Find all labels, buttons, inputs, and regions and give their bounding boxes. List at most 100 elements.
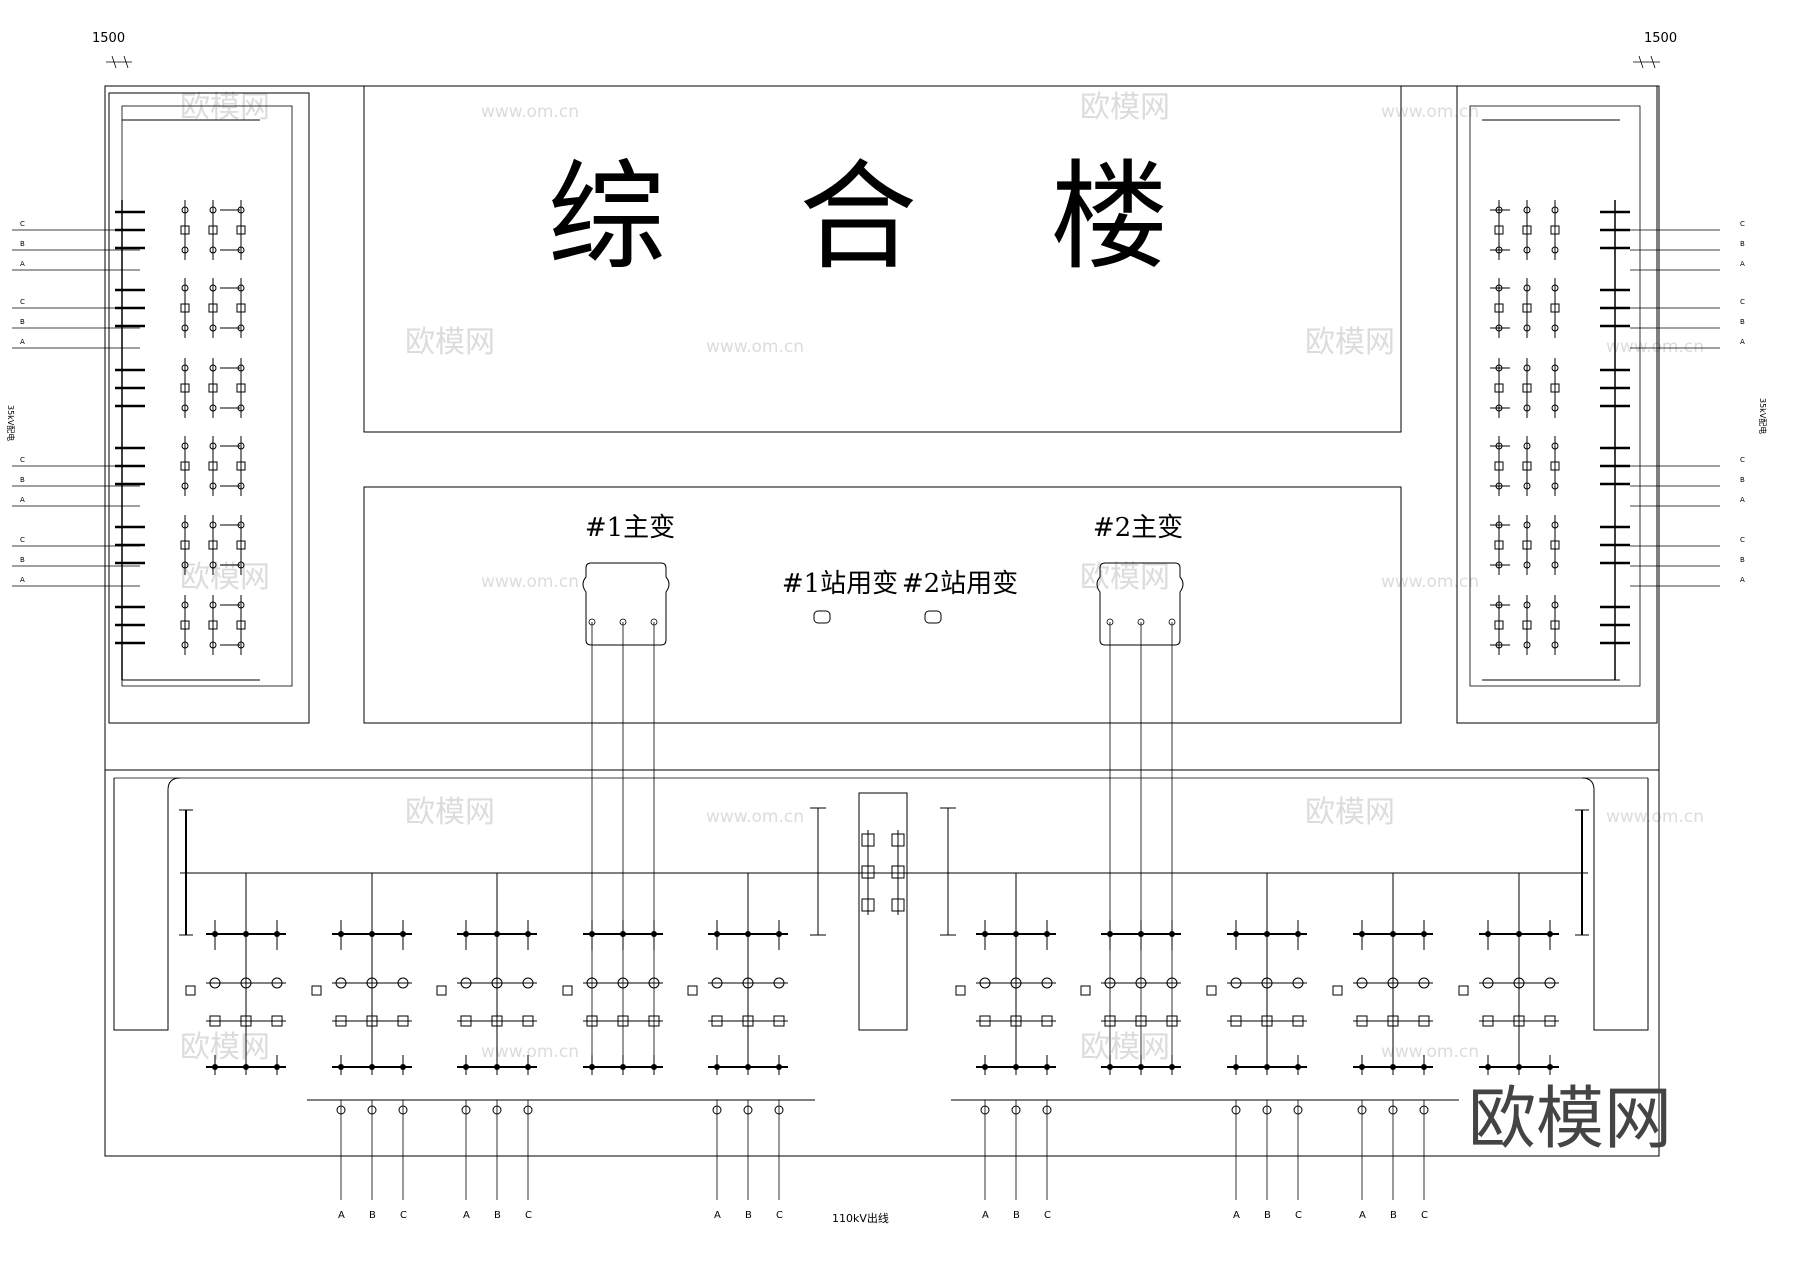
phase-label: A bbox=[463, 1210, 470, 1221]
yard-bay bbox=[1206, 873, 1307, 1075]
watermark: 欧模网 bbox=[1080, 560, 1170, 595]
phase-label: C bbox=[776, 1210, 783, 1221]
switchgear-cubicle bbox=[1490, 278, 1630, 338]
station-transformer-1-symbol bbox=[813, 610, 831, 624]
phase-label: A bbox=[1740, 496, 1745, 504]
phase-label: C bbox=[20, 536, 25, 544]
yard-bay bbox=[955, 873, 1056, 1075]
brand-logo: 欧模网 bbox=[1468, 1080, 1672, 1159]
watermark: 欧模网 bbox=[180, 560, 270, 595]
switchgear-room-left-inner bbox=[121, 105, 293, 687]
phase-label: A bbox=[714, 1210, 721, 1221]
office-building-title: 综 合 楼 bbox=[547, 148, 1216, 286]
yard-bay bbox=[1458, 873, 1559, 1075]
watermark: www.om.cn bbox=[1381, 1042, 1479, 1062]
yard-bay bbox=[1332, 873, 1433, 1075]
transformer-room-outline bbox=[363, 486, 1402, 724]
yard-bay bbox=[185, 873, 286, 1075]
watermark: www.om.cn bbox=[706, 337, 804, 357]
yard-boundary-left bbox=[113, 777, 181, 1031]
watermark-layer: 欧模网 www.om.cn 欧模网 www.om.cn 欧模网 www.om.cn 欧模网 w… bbox=[180, 90, 1704, 1065]
station-transformer-2-label: #2站用变 bbox=[902, 569, 1018, 599]
phase-label: A bbox=[20, 260, 25, 268]
watermark: 欧模网 bbox=[405, 325, 495, 360]
phase-label: A bbox=[338, 1210, 345, 1221]
phase-label: B bbox=[1013, 1210, 1020, 1221]
phase-label: B bbox=[20, 556, 25, 564]
yard-bays bbox=[179, 807, 1589, 1075]
switchgear-cubicle bbox=[1490, 595, 1630, 655]
phase-label: B bbox=[494, 1210, 501, 1221]
watermark: 欧模网 bbox=[1305, 325, 1395, 360]
phase-label: C bbox=[1740, 298, 1745, 306]
watermark: 欧模网 bbox=[1305, 795, 1395, 830]
watermark: www.om.cn bbox=[481, 102, 579, 122]
watermark: www.om.cn bbox=[481, 572, 579, 592]
main-transformer-2-label: #2主变 bbox=[1093, 513, 1183, 543]
phase-label: A bbox=[1740, 338, 1745, 346]
yard-bay bbox=[311, 873, 412, 1075]
phase-label: B bbox=[20, 476, 25, 484]
switchgear-cubicle bbox=[1490, 515, 1630, 575]
phase-label: C bbox=[20, 456, 25, 464]
phase-label: B bbox=[1740, 556, 1745, 564]
bus-tie-equipment bbox=[810, 807, 956, 936]
yard-bay bbox=[436, 873, 537, 1075]
watermark: 欧模网 bbox=[1080, 90, 1170, 125]
dimension-mark-right bbox=[1633, 55, 1660, 69]
bus-tie-bay bbox=[858, 792, 908, 1031]
phase-label: A bbox=[20, 338, 25, 346]
transformer-1-feeders bbox=[588, 618, 658, 1075]
bus-end-disconnector bbox=[1575, 809, 1589, 936]
switchgear-cubicle bbox=[115, 358, 246, 418]
switchgear-cubicle bbox=[1490, 436, 1630, 496]
outgoing-line-label: 110kV出线 bbox=[832, 1211, 889, 1225]
switchgear-cubicle bbox=[115, 515, 246, 575]
phase-label: A bbox=[20, 576, 25, 584]
watermark: 欧模网 bbox=[1080, 1030, 1170, 1065]
phase-label: A bbox=[1740, 576, 1745, 584]
phase-label: B bbox=[20, 318, 25, 326]
phase-label: B bbox=[1740, 318, 1745, 326]
switchgear-cubicle bbox=[1490, 200, 1630, 260]
dimension-label-left: 1500 bbox=[92, 31, 125, 46]
main-transformer-1-label: #1主变 bbox=[585, 513, 675, 543]
phase-label: C bbox=[400, 1210, 407, 1221]
phase-label: C bbox=[20, 220, 25, 228]
outgoing-line-group: A B C bbox=[336, 1100, 408, 1221]
side-label-right: 35kV配电 bbox=[1758, 398, 1768, 434]
watermark: www.om.cn bbox=[1381, 572, 1479, 592]
phase-label: B bbox=[20, 240, 25, 248]
side-label-left: 35kV配电 bbox=[6, 405, 16, 441]
phase-label: A bbox=[1359, 1210, 1366, 1221]
phase-label: C bbox=[1295, 1210, 1302, 1221]
bus-end-disconnector bbox=[179, 809, 193, 936]
watermark: 欧模网 bbox=[180, 90, 270, 125]
phase-label: B bbox=[1740, 476, 1745, 484]
phase-label: C bbox=[1044, 1210, 1051, 1221]
watermark: 欧模网 bbox=[180, 1030, 270, 1065]
yard-bay bbox=[562, 920, 663, 1075]
transformer-2-feeders bbox=[1106, 618, 1176, 1075]
watermark: www.om.cn bbox=[1606, 807, 1704, 827]
watermark: www.om.cn bbox=[706, 807, 804, 827]
main-transformer-2-symbol bbox=[1096, 562, 1184, 646]
phase-label: C bbox=[1740, 220, 1745, 228]
dimension-label-right: 1500 bbox=[1644, 31, 1677, 46]
switchgear-room-right bbox=[1456, 85, 1658, 724]
phase-label: C bbox=[1740, 536, 1745, 544]
switchgear-room-left bbox=[108, 92, 310, 724]
dimension-mark-left bbox=[106, 55, 132, 69]
phase-label: C bbox=[525, 1210, 532, 1221]
watermark: www.om.cn bbox=[1381, 102, 1479, 122]
phase-label: A bbox=[1740, 260, 1745, 268]
switchgear-room-right-inner bbox=[1469, 105, 1641, 687]
phase-label: B bbox=[369, 1210, 376, 1221]
office-building-outline bbox=[363, 85, 1402, 433]
watermark: 欧模网 bbox=[405, 795, 495, 830]
